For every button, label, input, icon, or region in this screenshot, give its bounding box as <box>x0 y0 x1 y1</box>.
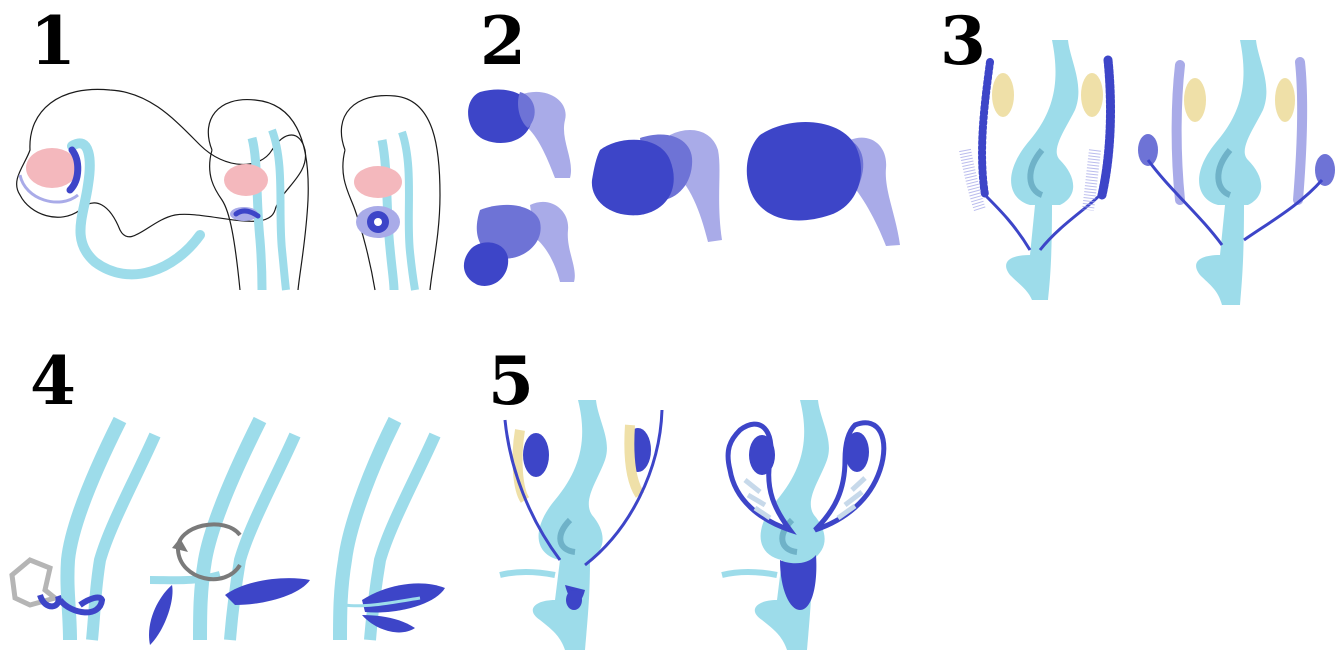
stippled-tissue-left <box>965 150 980 210</box>
panel-4-label: 4 <box>30 342 76 420</box>
gut-tube-2 <box>402 132 415 290</box>
heart <box>26 148 78 188</box>
gland-left-regressed <box>1177 65 1180 200</box>
panel-1-embryo-mid <box>208 100 308 290</box>
panel-2-stage-c <box>592 130 722 242</box>
gonad-left <box>1184 78 1206 122</box>
panel-4-stage-b <box>149 420 310 645</box>
panel-1-label: 1 <box>30 2 76 80</box>
gland-left <box>149 585 173 645</box>
gut-tube-2 <box>272 130 286 290</box>
gut-tube <box>72 143 200 274</box>
panel-3: 3 <box>940 2 1335 305</box>
panel-2-stage-d <box>747 122 900 246</box>
panel-1-embryo-late <box>341 96 440 290</box>
gonad-right <box>1275 78 1295 122</box>
gonad-left <box>992 73 1014 117</box>
duct-left <box>985 195 1030 250</box>
gland-left <box>523 433 549 477</box>
gland-left <box>749 435 775 475</box>
central-duct <box>1011 40 1078 205</box>
gland-right-regressed <box>1298 62 1302 200</box>
vesicle-right <box>1315 154 1335 186</box>
panel-2: 2 <box>464 2 900 286</box>
panel-5-specimen-left <box>500 400 662 650</box>
rotation-arrow-head <box>172 538 188 552</box>
panel-1: 1 <box>17 2 440 290</box>
gland-right <box>845 432 869 472</box>
heart <box>224 164 268 196</box>
panel-5: 5 <box>488 342 884 650</box>
panel-2-stage-a <box>468 90 571 178</box>
panel-3-label: 3 <box>940 2 986 80</box>
panel-3-specimen-left <box>965 40 1110 300</box>
central-duct <box>1199 40 1266 205</box>
panel-4: 4 <box>12 342 445 645</box>
lower-trunk <box>1196 205 1244 305</box>
panel-5-label: 5 <box>488 342 534 420</box>
panel-4-stage-c <box>340 420 445 640</box>
gland-left <box>982 62 990 195</box>
panel-5-specimen-right <box>722 400 884 650</box>
lower-trunk <box>1006 205 1052 300</box>
panel-4-stage-a <box>12 420 155 640</box>
scaffold <box>12 560 55 605</box>
panel-2-stage-b <box>464 202 575 286</box>
gonad-right <box>1081 73 1103 117</box>
heart <box>354 166 402 198</box>
gland-right <box>1102 60 1110 195</box>
gland-lumen <box>374 218 382 226</box>
panel-2-label: 2 <box>480 2 526 80</box>
panel-3-specimen-right <box>1138 40 1335 305</box>
